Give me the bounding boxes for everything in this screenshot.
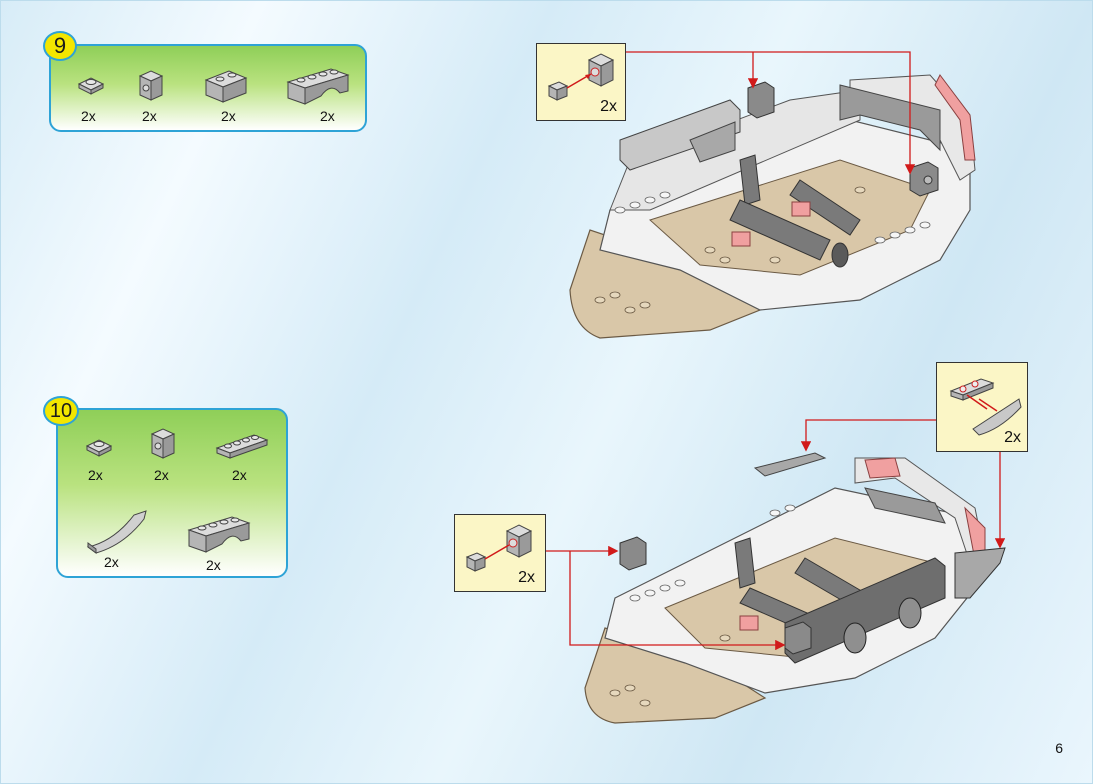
step-10-callout-slope: 2x xyxy=(936,362,1028,452)
brick-arch-1x4-icon xyxy=(286,68,350,105)
step-10-part-5-qty: 2x xyxy=(206,557,221,573)
side-stud-assembly-icon xyxy=(547,53,615,101)
plate-1x1-icon xyxy=(77,77,105,95)
brick-arch-1x4-icon xyxy=(187,516,251,553)
step-9-part-1-qty: 2x xyxy=(81,108,96,124)
brick-1x1-side-stud-icon xyxy=(150,428,176,459)
curved-slope-assembly-icon xyxy=(949,378,1022,436)
step-10-part-4-qty: 2x xyxy=(104,554,119,570)
step-9-callout-qty: 2x xyxy=(600,98,617,115)
step-9-callout: 2x xyxy=(536,43,626,121)
step-10-part-2-qty: 2x xyxy=(154,467,169,483)
page-number: 6 xyxy=(1055,740,1063,756)
step-10-badge: 10 xyxy=(43,396,79,426)
step-10-part-1-qty: 2x xyxy=(88,467,103,483)
plate-1x1-icon xyxy=(85,439,113,457)
step-9-part-4-qty: 2x xyxy=(320,108,335,124)
step-10-ship-model xyxy=(584,452,1006,724)
step-10-callout-side-stud-qty: 2x xyxy=(518,569,535,586)
step-9-ship-model xyxy=(569,74,976,339)
step-10-callout-slope-qty: 2x xyxy=(1004,429,1021,446)
brick-1x2-icon xyxy=(204,70,248,103)
step-9-part-3-qty: 2x xyxy=(221,108,236,124)
side-stud-assembly-icon xyxy=(465,524,533,572)
plate-1x4-icon xyxy=(215,434,269,459)
step-9-part-2-qty: 2x xyxy=(142,108,157,124)
step-10-part-3-qty: 2x xyxy=(232,467,247,483)
brick-1x1-side-stud-icon xyxy=(138,70,164,101)
curved-slope-icon xyxy=(86,510,147,554)
step-10-callout-side-stud: 2x xyxy=(454,514,546,592)
step-9-badge: 9 xyxy=(43,31,77,61)
